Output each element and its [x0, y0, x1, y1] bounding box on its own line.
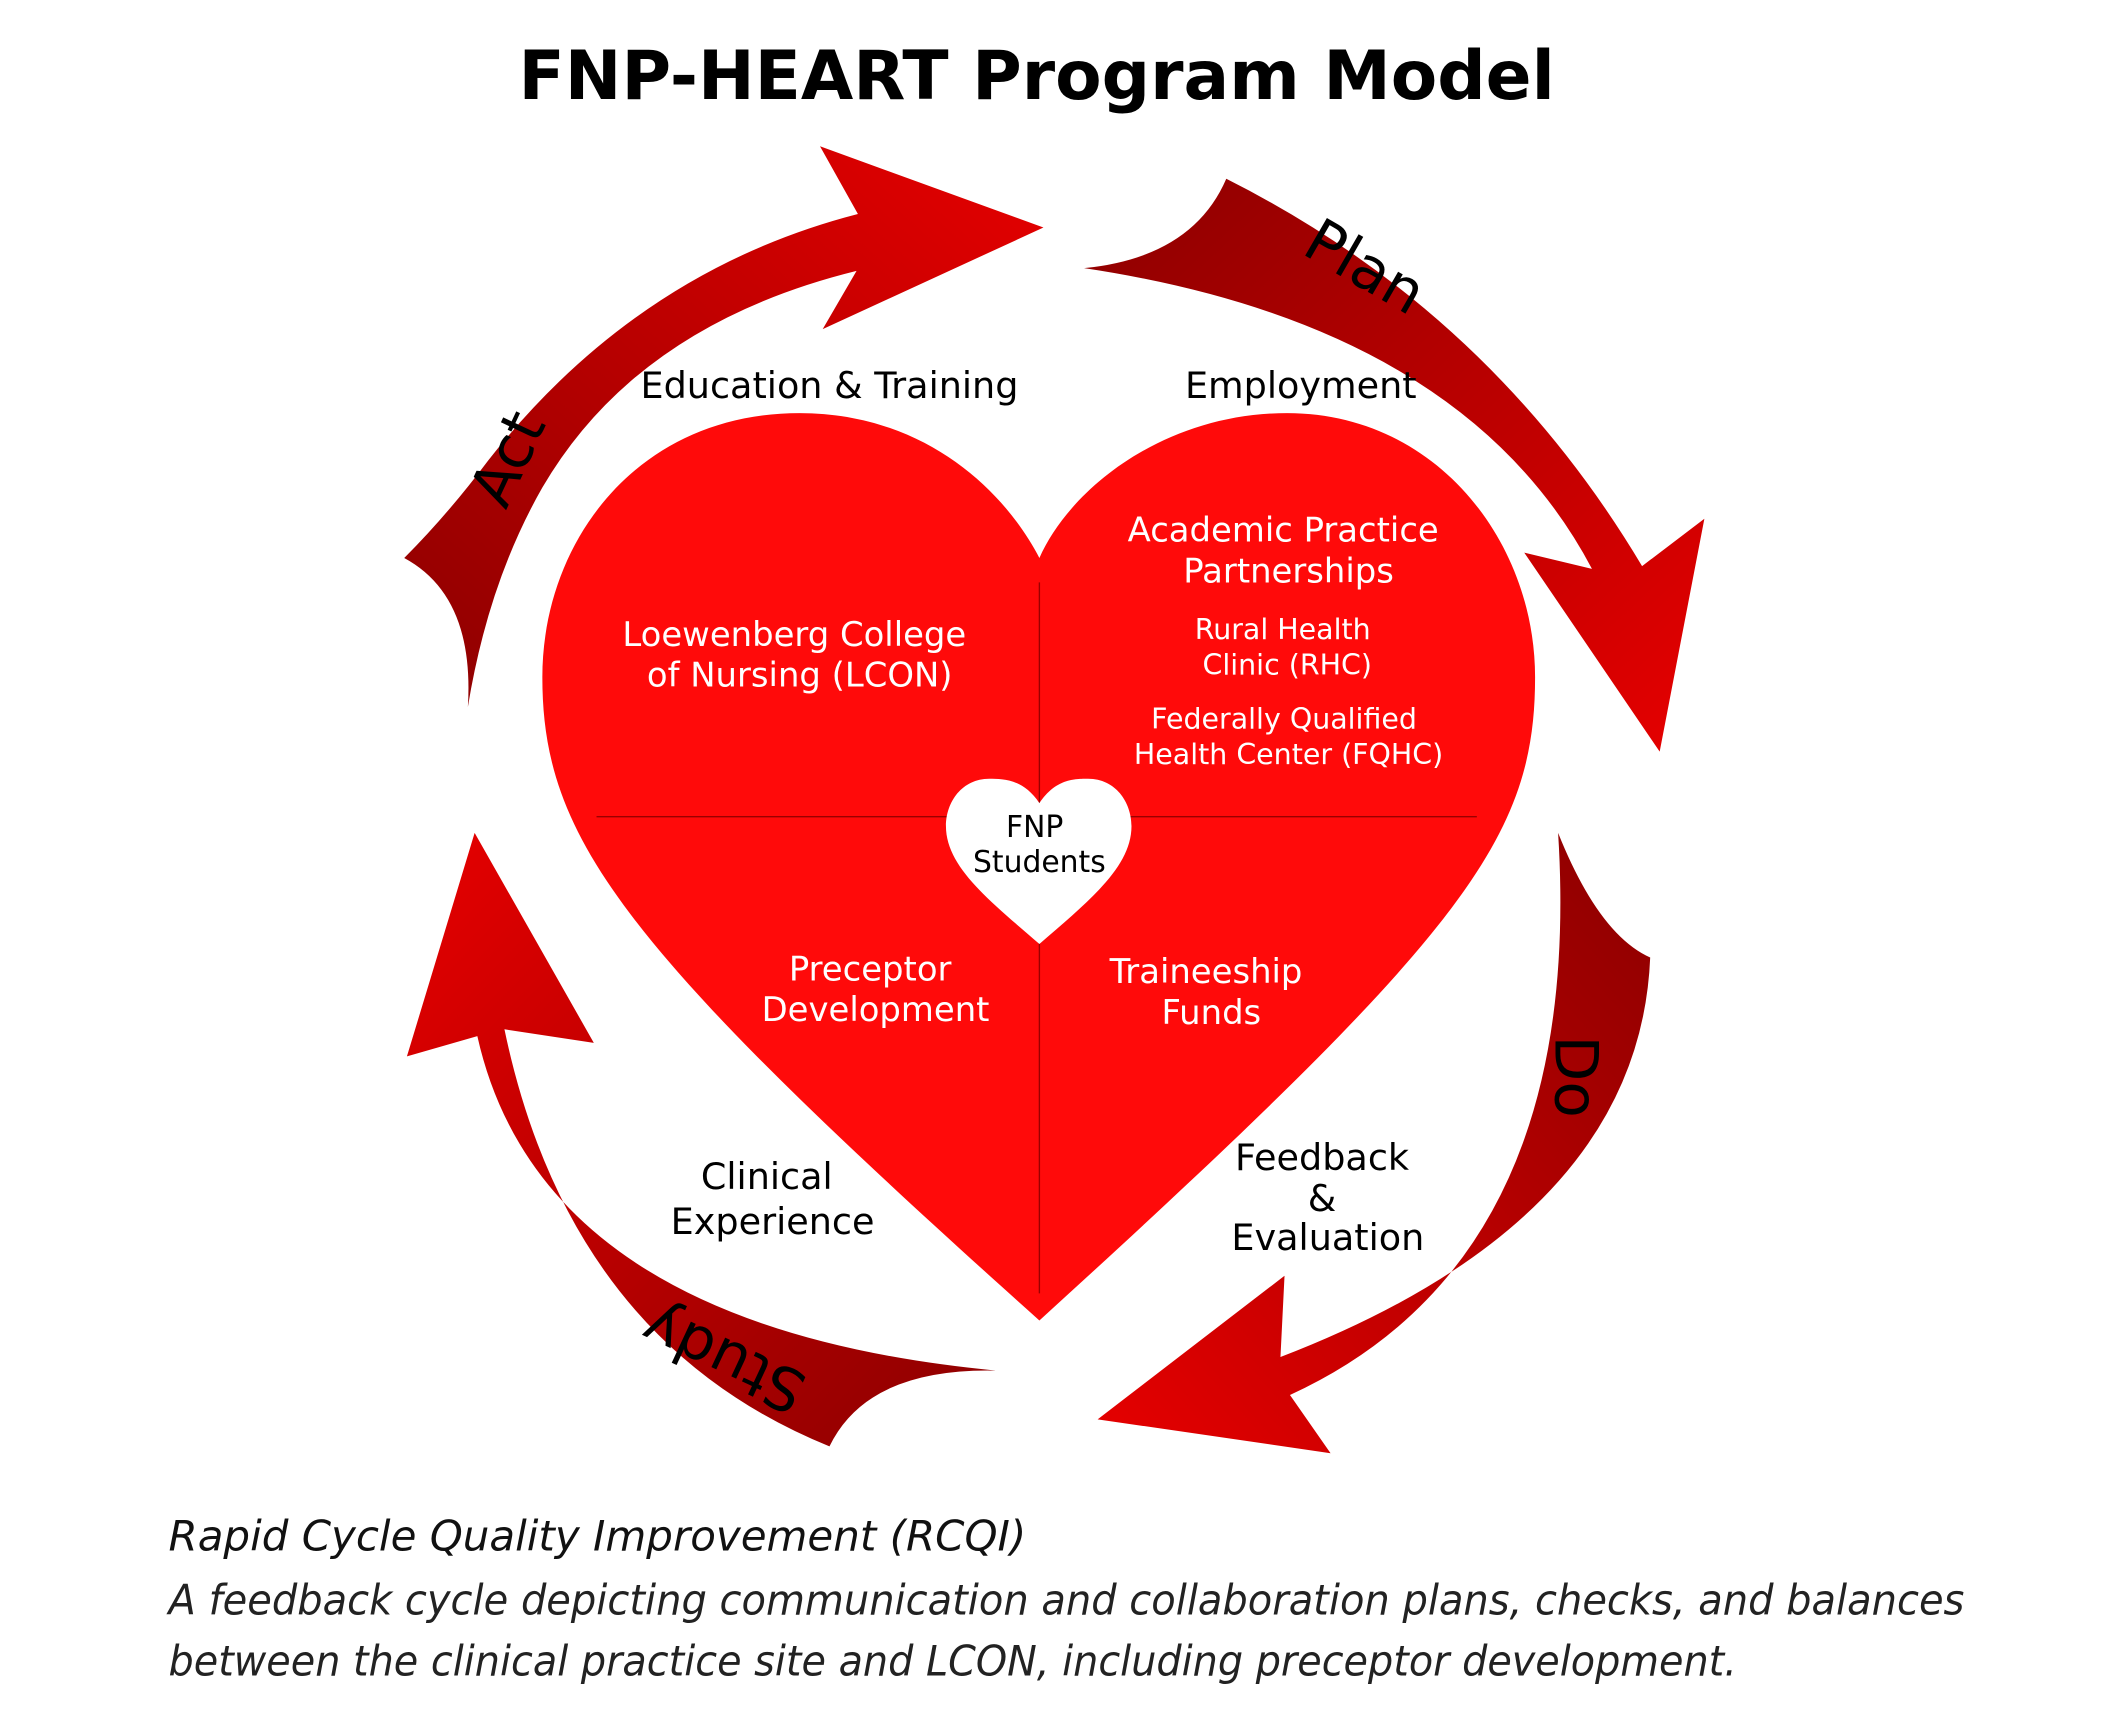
study-arrow — [406, 832, 997, 1447]
academic-practice-label: Academic Practice Partnerships — [1128, 511, 1450, 591]
feedback-evaluation-label: Feedback & Evaluation — [1231, 1136, 1424, 1259]
education-training-label: Education & Training — [641, 364, 1019, 407]
rhc-label: Rural Health Clinic (RHC) — [1195, 613, 1380, 681]
fnp-students-label: FNP Students — [973, 810, 1106, 880]
plan-arrow — [1084, 178, 1705, 752]
traineeship-label: Traineeship Funds — [1109, 952, 1314, 1032]
caption-heading: Rapid Cycle Quality Improvement (RCQI) — [169, 1512, 1027, 1561]
fqhc-label: Federally Qualified Health Center (FQHC) — [1134, 703, 1443, 771]
do-arrow — [1097, 832, 1651, 1454]
caption-line-2: between the clinical practice site and L… — [169, 1636, 1737, 1685]
preceptor-label: Preceptor Development — [762, 950, 990, 1030]
caption-line-1: A feedback cycle depicting communication… — [166, 1575, 1965, 1624]
center-heart — [945, 778, 1132, 944]
employment-label: Employment — [1185, 364, 1417, 407]
act-arrow — [404, 146, 1044, 707]
lcon-label: Loewenberg College of Nursing (LCON) — [622, 615, 977, 695]
clinical-experience-label: Clinical Experience — [671, 1155, 875, 1243]
do-label: Do — [1540, 1036, 1609, 1118]
page-title: FNP-HEART Program Model — [519, 36, 1555, 115]
